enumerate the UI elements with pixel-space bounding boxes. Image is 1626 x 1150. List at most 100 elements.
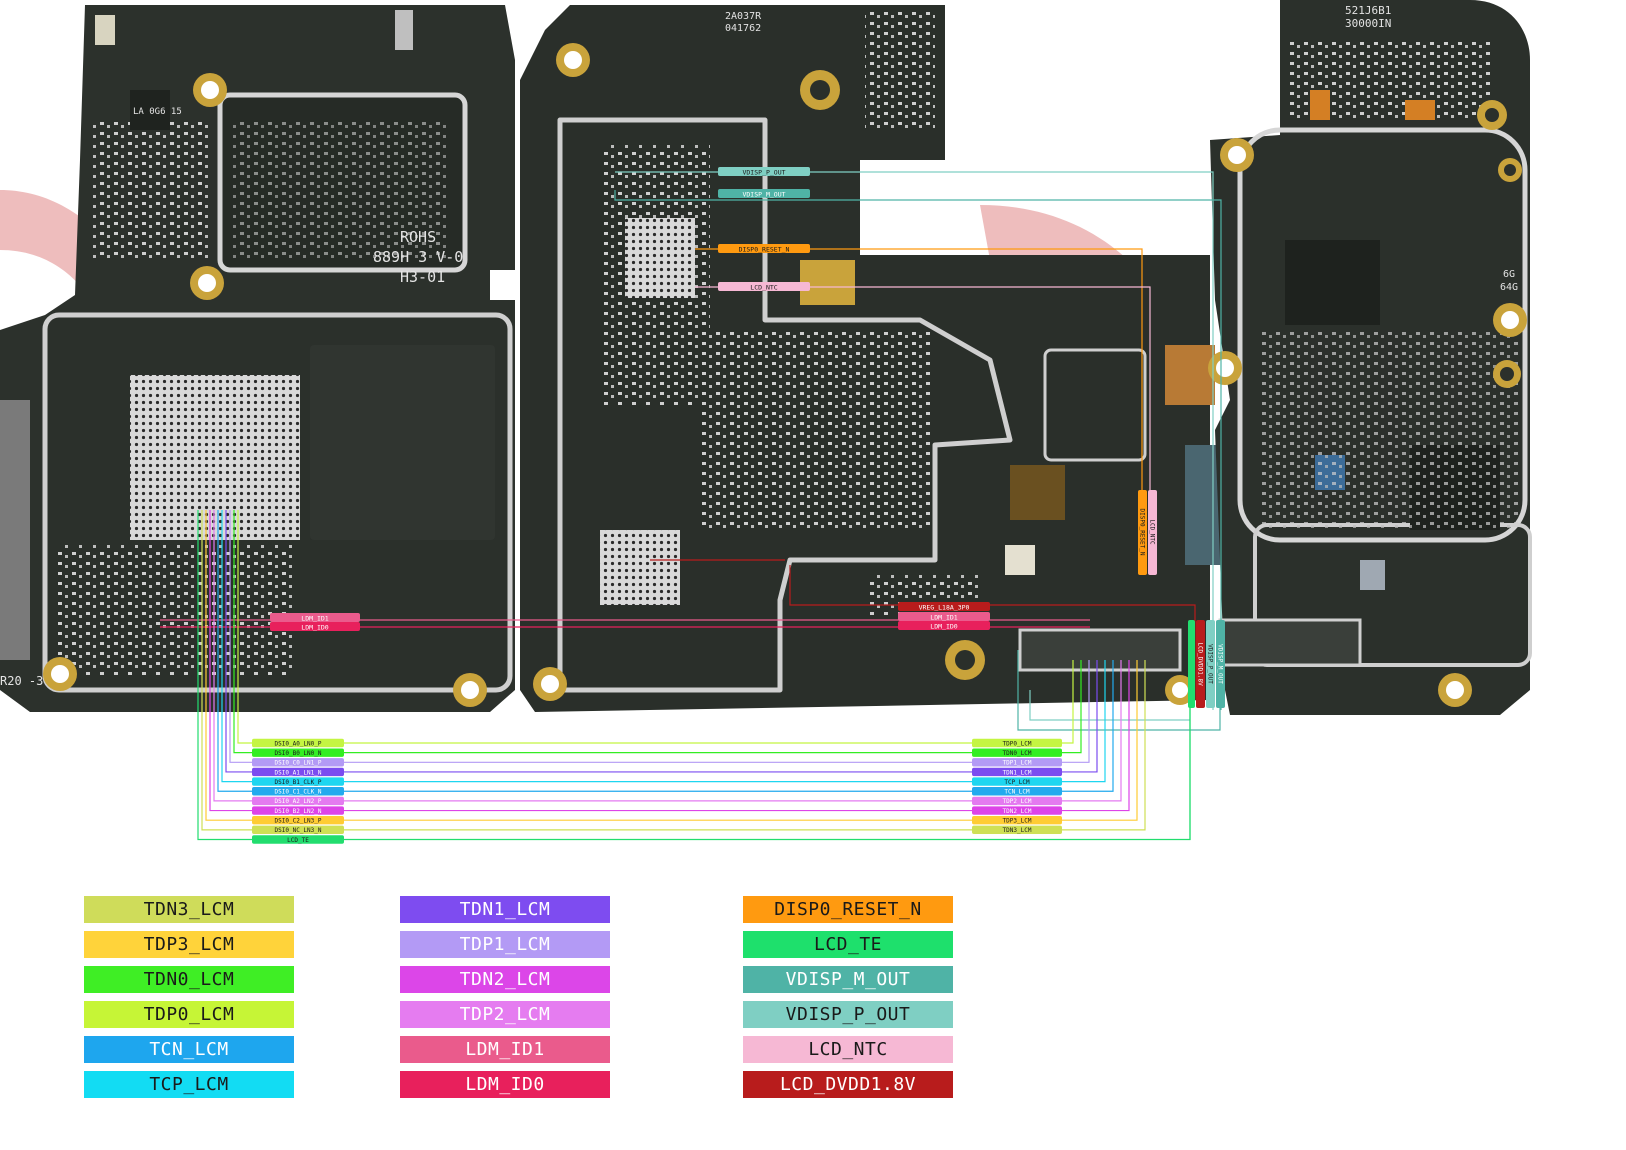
- net-label-right: TDN2_LCM: [1003, 808, 1032, 815]
- board-label-ldm-id1-right: LDM_ID1: [898, 612, 990, 622]
- net-chip-left: [252, 758, 344, 767]
- net-label-left: DSI0_A1_LN1_N: [275, 769, 322, 776]
- silk-6g: 6G: [1503, 269, 1515, 280]
- net-line-dsi0_a1_ln1_n: [225, 510, 1098, 773]
- legend-item-tcp-lcm: TCP_LCM: [84, 1071, 294, 1098]
- net-labels: DSI0_A0_LN0_P DSI0_B0_LN0_N DSI0_C0_LN1_P D…: [252, 738, 1062, 844]
- net-traces: [197, 510, 1191, 841]
- net-label-right: TCP_LCM: [1004, 779, 1030, 786]
- net-line-dsi0_b2_ln2_n: [209, 510, 1130, 812]
- board-label-ldm-id0-left-text: LDM_ID0: [301, 624, 328, 632]
- silk-edge: R20 -3: [0, 674, 43, 688]
- net-chip-left: [252, 825, 344, 835]
- board-label-ntc-text: LCD_NTC: [750, 284, 777, 292]
- legend-item-tdp0-lcm: TDP0_LCM: [84, 1001, 294, 1028]
- net-line-dsi0_b1_clk_p: [221, 510, 1106, 783]
- silk-ul: 889H 3 V-0: [373, 248, 463, 266]
- net-chip-left: [252, 796, 344, 806]
- net-line-dsi0_c2_ln3_p: [205, 510, 1138, 821]
- net-label-right: TDP2_LCM: [1003, 798, 1032, 805]
- silk-la: LA 0G6 15: [133, 107, 182, 117]
- net-line-dsi0_c0_ln1_p: [229, 510, 1090, 763]
- legend-item-tdp1-lcm: TDP1_LCM: [400, 931, 610, 958]
- board-label-vdisp-p-text: VDISP_P_OUT: [742, 169, 785, 177]
- net-label-left: DSI0_C2_LN3_P: [275, 818, 322, 825]
- board-label-vreg-text: VREG_L18A_3P0: [919, 604, 970, 612]
- vertical-label-vdisp-p: VDISP_P_OUT: [1206, 620, 1215, 708]
- net-chip-right: [972, 787, 1062, 796]
- net-chip-right: [972, 825, 1062, 835]
- silk-521j6b1: 521J6B1: [1345, 4, 1391, 17]
- net-chip-right: [972, 777, 1062, 786]
- net-chip-left: [252, 777, 344, 786]
- legend-item-tdn1-lcm: TDN1_LCM: [400, 896, 610, 923]
- legend-item-tdn0-lcm: TDN0_LCM: [84, 966, 294, 993]
- board-label-ldm-id0-right-text: LDM_ID0: [930, 623, 957, 631]
- net-chip-left: [252, 738, 344, 748]
- board-label-ntc: LCD_NTC: [718, 282, 810, 292]
- net-chip-right: [972, 758, 1062, 767]
- net-chip-right: [972, 748, 1062, 757]
- legend-item-lcd-ntc: LCD_NTC: [743, 1036, 953, 1063]
- legend-item-lcd-te: LCD_TE: [743, 931, 953, 958]
- vertical-label-reset: DISP0_RESET_N: [1138, 490, 1147, 575]
- vertical-label-dvdd-text: LCD_DVDD1.8V: [1197, 642, 1204, 686]
- board-label-reset-text: DISP0_RESET_N: [739, 246, 790, 254]
- net-line-dsi0_a0_ln0_p: [237, 510, 1074, 744]
- net-chip-left: [252, 806, 344, 815]
- net-label-right: TDP1_LCM: [1003, 760, 1032, 767]
- vertical-label-vdisp-p-text: VDISP_P_OUT: [1207, 644, 1214, 684]
- legend-item-ldm-id1: LDM_ID1: [400, 1036, 610, 1063]
- legend-item-tdp3-lcm: TDP3_LCM: [84, 931, 294, 958]
- net-chip-left: [252, 816, 344, 825]
- vertical-label-vdisp-m-text: VDISP_M_OUT: [1217, 644, 1224, 684]
- net-label-right: TCN_LCM: [1004, 789, 1030, 796]
- net-chip-right: [972, 816, 1062, 825]
- net-chip-right: [972, 796, 1062, 806]
- board-label-ldm-id1-left-text: LDM_ID1: [301, 615, 328, 623]
- legend-item-disp0-reset-n: DISP0_RESET_N: [743, 896, 953, 923]
- silk-h3: H3-01: [400, 268, 445, 286]
- board-label-reset: DISP0_RESET_N: [718, 244, 810, 254]
- legend-item-tdn2-lcm: TDN2_LCM: [400, 966, 610, 993]
- silk-041762: 041762: [725, 23, 761, 34]
- net-chip-left: [252, 748, 344, 757]
- net-line-dsi0_c1_clk_n: [217, 510, 1114, 792]
- vertical-label-reset-text: DISP0_RESET_N: [1139, 509, 1146, 556]
- left-board: ROHS 889H 3 V-0 H3-01 LA 0G6 15 R20 -3: [0, 5, 530, 712]
- net-label-left: DSI0_A0_LN0_P: [275, 740, 322, 747]
- silk-64g: 64G: [1500, 282, 1518, 293]
- vertical-label-dvdd: LCD_DVDD1.8V: [1196, 620, 1205, 708]
- right-board: 521J6B1 30000IN 6G 64G: [1208, 0, 1532, 715]
- net-chip-left: [252, 835, 344, 844]
- net-label-left: DSI0_C0_LN1_P: [275, 760, 322, 767]
- board-label-vdisp-m-text: VDISP_M_OUT: [742, 191, 785, 199]
- net-line-dsi0_b0_ln0_n: [233, 510, 1082, 754]
- net-label-left: DSI0_B2_LN2_N: [275, 808, 322, 815]
- middle-board: 2A037R 041762: [520, 5, 1230, 712]
- net-label-left: DSI0_B0_LN0_N: [275, 750, 322, 757]
- net-label-right: TDP3_LCM: [1003, 818, 1032, 825]
- board-label-ldm-id0-left: LDM_ID0: [270, 622, 360, 632]
- net-label-left: DSI0_A2_LN2_P: [275, 798, 322, 805]
- net-label-right: TDP0_LCM: [1003, 740, 1032, 747]
- legend-item-tdp2-lcm: TDP2_LCM: [400, 1001, 610, 1028]
- net-label-right: TDN0_LCM: [1003, 750, 1032, 757]
- legend-item-tdn3-lcm: TDN3_LCM: [84, 896, 294, 923]
- net-label-right: TDN3_LCM: [1003, 827, 1032, 834]
- net-chip-left: [252, 767, 344, 777]
- net-label-left: LCD_TE: [287, 837, 309, 844]
- net-chip-right: [972, 767, 1062, 777]
- board-label-vdisp-p: VDISP_P_OUT: [718, 167, 810, 177]
- silk-2a037r: 2A037R: [725, 11, 762, 22]
- board-label-ldm-id1-left: LDM_ID1: [270, 613, 360, 623]
- silk-30000in: 30000IN: [1345, 17, 1391, 30]
- silk-rohs: ROHS: [400, 228, 436, 246]
- legend-item-tcn-lcm: TCN_LCM: [84, 1036, 294, 1063]
- vertical-label-ntc: LCD_NTC: [1148, 490, 1157, 575]
- net-chip-right: [972, 806, 1062, 815]
- net-label-left: DSI0_B1_CLK_P: [275, 779, 322, 786]
- legend-item-vdisp-m-out: VDISP_M_OUT: [743, 966, 953, 993]
- board-label-vdisp-m: VDISP_M_OUT: [718, 189, 810, 199]
